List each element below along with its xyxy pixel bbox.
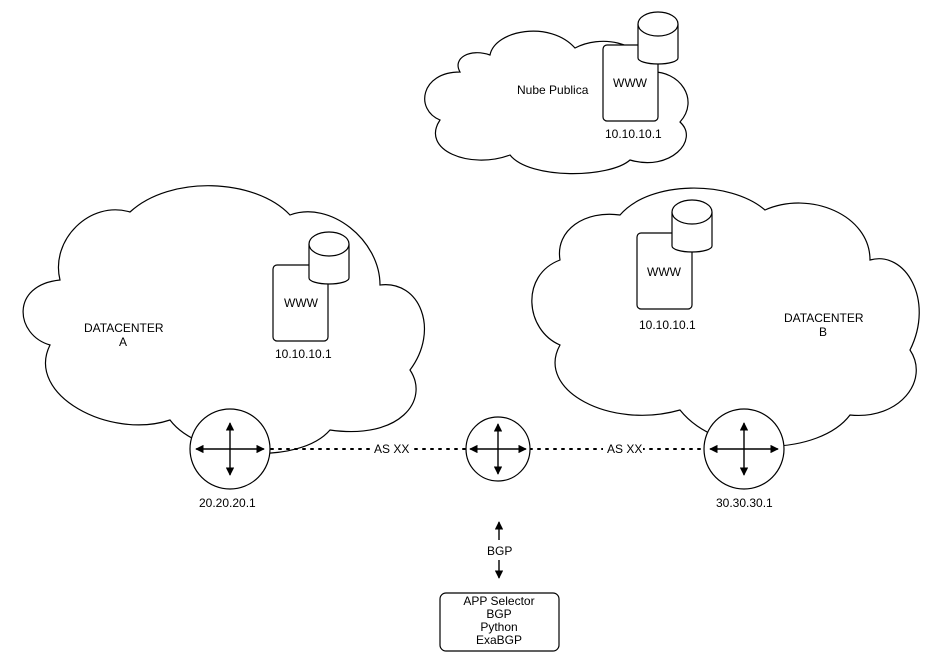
- router-a-ip: 20.20.20.1: [199, 496, 256, 510]
- app-selector-line-4: ExaBGP: [476, 633, 522, 647]
- link-center-selector: BGP: [487, 521, 512, 579]
- cloud-datacenter-b: DATACENTER B WWW 10.10.10.1: [531, 187, 920, 447]
- link-center-selector-label: BGP: [487, 544, 512, 558]
- cloud-public: Nube Publica WWW 10.10.10.1: [424, 11, 689, 175]
- link-center-b-label: AS XX: [607, 442, 642, 456]
- database-icon: [671, 199, 713, 253]
- server-datacenter-a: WWW: [272, 231, 350, 342]
- database-icon: [637, 11, 679, 65]
- app-selector-line-2: BGP: [486, 607, 511, 621]
- cloud-datacenter-a-label-line2: A: [119, 335, 127, 349]
- cloud-datacenter-b-label-line2: B: [819, 325, 827, 339]
- link-a-center-label: AS XX: [374, 442, 409, 456]
- server-public-ip: 10.10.10.1: [605, 127, 662, 141]
- app-selector-line-3: Python: [480, 620, 517, 634]
- cloud-datacenter-b-label-line1: DATACENTER: [784, 311, 864, 325]
- cloud-datacenter-a-label-line1: DATACENTER: [84, 321, 164, 335]
- database-icon: [308, 231, 350, 285]
- router-b: [703, 408, 785, 490]
- cloud-datacenter-a: DATACENTER A WWW 10.10.10.1: [22, 185, 425, 454]
- link-center-b: AS XX: [529, 441, 705, 457]
- router-center: [465, 416, 531, 482]
- server-public: WWW: [602, 11, 679, 122]
- router-b-ip: 30.30.30.1: [716, 496, 773, 510]
- router-icon: [709, 422, 779, 476]
- router-icon: [469, 423, 527, 475]
- cloud-public-label: Nube Publica: [517, 83, 589, 97]
- server-public-label: WWW: [613, 76, 648, 90]
- server-datacenter-b-label: WWW: [647, 265, 682, 279]
- server-datacenter-a-ip: 10.10.10.1: [275, 347, 332, 361]
- server-datacenter-a-label: WWW: [284, 296, 319, 310]
- server-datacenter-b-ip: 10.10.10.1: [639, 318, 696, 332]
- router-icon: [195, 422, 265, 476]
- router-a: [189, 408, 271, 490]
- app-selector-line-1: APP Selector: [463, 594, 534, 608]
- server-datacenter-b: WWW: [636, 199, 713, 310]
- app-selector-box: APP Selector BGP Python ExaBGP: [439, 592, 560, 652]
- link-a-center: AS XX: [270, 441, 467, 457]
